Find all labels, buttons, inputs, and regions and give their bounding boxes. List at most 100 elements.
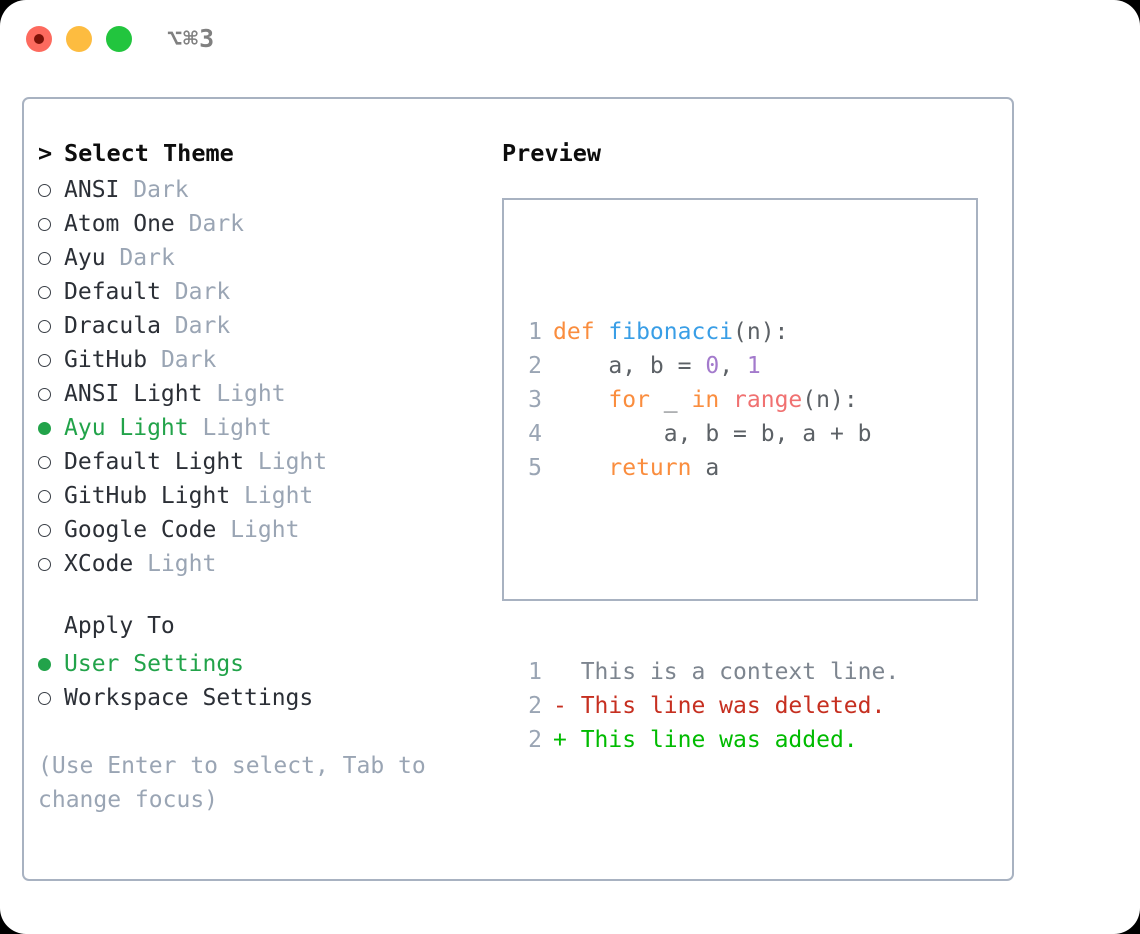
theme-list-item[interactable]: ANSI Dark <box>38 173 488 207</box>
line-number: 3 <box>528 387 542 413</box>
theme-variant-tag: Dark <box>174 278 231 305</box>
line-number: 1 <box>528 659 542 685</box>
code-token: a <box>691 455 720 481</box>
radio-unselected-icon[interactable] <box>38 445 64 479</box>
theme-label-spacer <box>202 381 216 407</box>
code-token: in <box>691 387 720 413</box>
theme-label-spacer <box>106 245 120 271</box>
code-token: return <box>608 455 692 481</box>
radio-dot-icon <box>38 523 51 537</box>
code-token: fibonacci <box>608 319 734 345</box>
theme-list-item[interactable]: Ayu Light Light <box>38 411 488 445</box>
diff-line: 2+ This line was added. <box>516 723 899 757</box>
theme-list-item[interactable]: Default Dark <box>38 275 488 309</box>
diff-marker: + <box>553 727 581 753</box>
theme-variant-tag: Dark <box>119 244 175 271</box>
radio-unselected-icon[interactable] <box>38 309 64 343</box>
minimize-button[interactable] <box>66 26 92 52</box>
theme-variant-tag: Dark <box>174 312 231 339</box>
code-token: 1 <box>746 353 761 379</box>
theme-label-spacer <box>161 313 175 339</box>
theme-name-label: Google Code <box>64 516 217 543</box>
theme-list-item[interactable]: Ayu Dark <box>38 241 488 275</box>
diff-line: 1 This is a context line. <box>516 655 899 689</box>
diff-text: This line was added. <box>580 727 858 753</box>
radio-unselected-icon[interactable] <box>38 173 64 207</box>
code-token: , <box>719 353 747 379</box>
recording-indicator-icon <box>34 34 44 44</box>
theme-name-label: ANSI <box>64 176 120 203</box>
diff-text: This line was deleted. <box>580 693 886 719</box>
line-number: 4 <box>528 421 542 447</box>
code-token: a, b = <box>553 353 706 379</box>
radio-dot-icon <box>38 319 51 333</box>
theme-list-item[interactable]: GitHub Dark <box>38 343 488 377</box>
line-number: 2 <box>528 693 542 719</box>
theme-list-item[interactable]: Google Code Light <box>38 513 488 547</box>
radio-unselected-icon[interactable] <box>38 207 64 241</box>
radio-unselected-icon[interactable] <box>38 547 64 581</box>
code-token: for <box>608 387 650 413</box>
radio-dot-icon <box>38 353 51 367</box>
radio-unselected-icon[interactable] <box>38 513 64 547</box>
theme-name-label: Dracula <box>64 312 161 339</box>
code-token: def <box>553 319 609 345</box>
theme-label-spacer <box>133 551 147 577</box>
radio-unselected-icon[interactable] <box>38 479 64 513</box>
radio-dot-icon <box>38 657 51 671</box>
theme-variant-tag: Light <box>202 414 272 441</box>
theme-list-item[interactable]: ANSI Light Light <box>38 377 488 411</box>
theme-name-label: XCode <box>64 550 134 577</box>
theme-variant-tag: Dark <box>160 346 217 373</box>
radio-selected-icon[interactable] <box>38 411 64 445</box>
code-line: 2 a, b = 0, 1 <box>516 349 899 383</box>
radio-dot-icon <box>38 421 51 435</box>
theme-variant-tag: Light <box>230 516 300 543</box>
radio-dot-icon <box>38 455 51 469</box>
theme-list-item[interactable]: XCode Light <box>38 547 488 581</box>
radio-dot-icon <box>38 183 51 197</box>
theme-name-label: Ayu <box>64 244 106 271</box>
theme-label-spacer <box>244 449 258 475</box>
apply-to-option[interactable]: Workspace Settings <box>38 681 488 715</box>
theme-name-label: GitHub <box>64 346 148 373</box>
code-line: 5 return a <box>516 451 899 485</box>
apply-to-option-label: User Settings <box>64 650 245 677</box>
apply-to-option[interactable]: User Settings <box>38 647 488 681</box>
radio-unselected-icon[interactable] <box>38 343 64 377</box>
radio-unselected-icon[interactable] <box>38 377 64 411</box>
code-line: 4 a, b = b, a + b <box>516 417 899 451</box>
line-number: 5 <box>528 455 542 481</box>
theme-name-label: Default Light <box>64 448 245 475</box>
title-bar: ⌥⌘3 <box>0 0 1140 80</box>
radio-selected-icon[interactable] <box>38 647 64 681</box>
code-token <box>553 455 608 481</box>
radio-unselected-icon[interactable] <box>38 681 64 715</box>
radio-dot-icon <box>38 285 51 299</box>
theme-list-item[interactable]: Default Light Light <box>38 445 488 479</box>
radio-unselected-icon[interactable] <box>38 275 64 309</box>
theme-list-item[interactable]: Atom One Dark <box>38 207 488 241</box>
diff-marker: - <box>553 693 581 719</box>
apply-to-heading-label: Apply To <box>64 613 175 639</box>
theme-name-label: Ayu Light <box>64 414 189 441</box>
maximize-button[interactable] <box>106 26 132 52</box>
code-line: 3 for _ in range(n): <box>516 383 899 417</box>
code-token: (n): <box>733 319 789 345</box>
radio-unselected-icon[interactable] <box>38 241 64 275</box>
theme-list-item[interactable]: Dracula Dark <box>38 309 488 343</box>
apply-to-option-label: Workspace Settings <box>64 684 314 711</box>
apply-to-heading: Apply To <box>38 613 488 647</box>
theme-list-item[interactable]: GitHub Light Light <box>38 479 488 513</box>
theme-label-spacer <box>230 483 244 509</box>
select-theme-heading-label: Select Theme <box>64 139 234 167</box>
theme-name-label: Default <box>64 278 161 305</box>
